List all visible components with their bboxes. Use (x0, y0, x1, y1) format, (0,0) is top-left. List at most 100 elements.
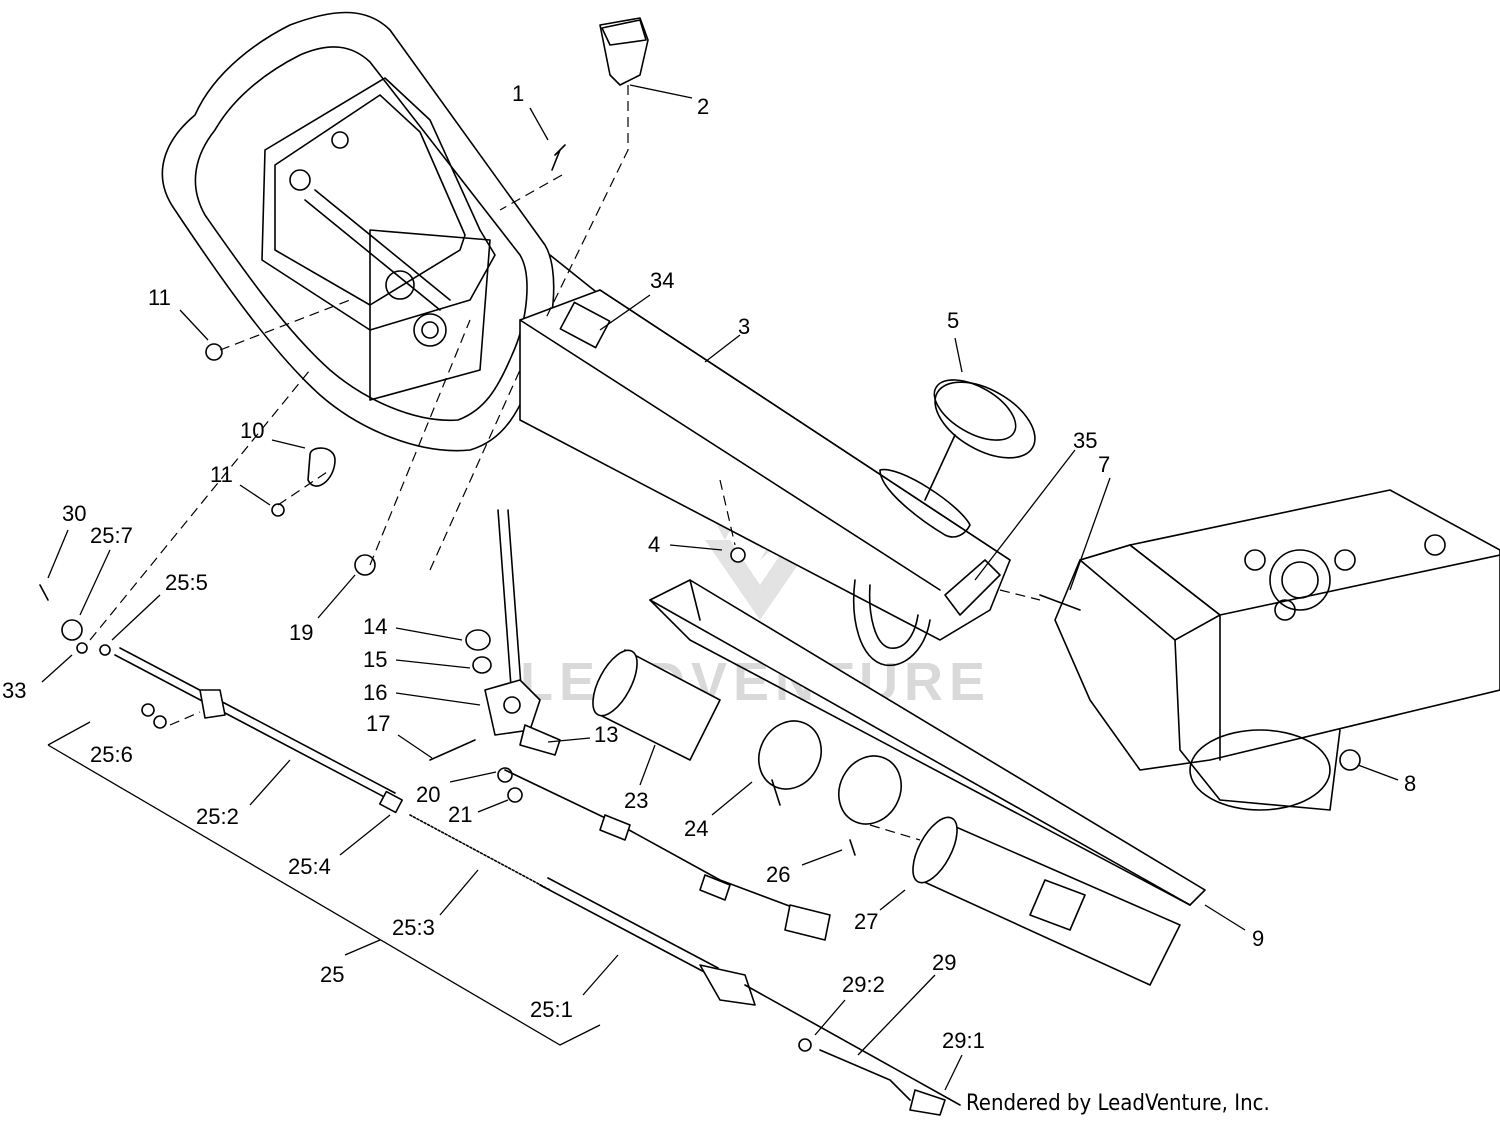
dash-rod-end (89, 369, 311, 641)
housing-hole-1 (1244, 549, 1266, 571)
callout-25: 25 (320, 962, 344, 987)
assembly-lines (89, 85, 1041, 841)
callout-20: 20 (416, 782, 440, 807)
cable-25-1 (539, 884, 711, 976)
leader-25-1 (582, 954, 619, 996)
leader-10 (271, 439, 306, 449)
screw-1 (551, 144, 566, 171)
leader-25-2 (249, 759, 291, 806)
callout-34: 34 (650, 268, 674, 293)
nut-upper-left (289, 169, 311, 191)
knob-body (599, 17, 649, 86)
cable-fitting-2 (699, 874, 731, 901)
housing-hub-inner (1281, 561, 1319, 599)
cable-upper-line (504, 769, 801, 911)
rail-lower-edge (649, 599, 1191, 906)
callout-3: 3 (738, 314, 750, 339)
rod-end-25-7 (61, 619, 83, 641)
leader-29-1 (944, 1054, 963, 1091)
callout-9: 9 (1252, 926, 1264, 951)
handle-assembly (161, 11, 601, 452)
bearing-bore (421, 321, 439, 339)
handle-loop (161, 11, 555, 452)
callout-5: 5 (947, 308, 959, 333)
leader-29-2 (814, 999, 846, 1036)
ferrule-25-4 (378, 790, 404, 814)
leader-25-4 (339, 814, 391, 856)
dash-nut-11b (277, 469, 331, 506)
tube-far-edge (599, 289, 1011, 561)
screw-26 (849, 839, 856, 856)
bushing-15 (472, 656, 492, 674)
callout-25-5: 25:5 (165, 570, 208, 595)
callout-25-4: 25:4 (288, 854, 331, 879)
leader-24 (711, 781, 753, 816)
knob-top (601, 19, 647, 46)
leader-2 (629, 84, 693, 99)
leader-25-3 (439, 869, 479, 916)
callout-24: 24 (684, 816, 708, 841)
callout-29-1: 29:1 (942, 1028, 985, 1053)
leader-33 (41, 654, 73, 683)
callout-25-1: 25:1 (530, 997, 573, 1022)
clip-10 (307, 447, 336, 487)
leader-34 (599, 294, 651, 331)
knob-2 (599, 17, 649, 86)
callout-29-2: 29:2 (842, 972, 885, 997)
callout-17: 17 (366, 711, 390, 736)
callout-26: 26 (766, 862, 790, 887)
leader-25 (344, 939, 381, 956)
leader-25-7 (79, 549, 111, 616)
callout-25-6: 25:6 (90, 742, 133, 767)
leader-lines (41, 84, 1399, 1091)
spring-25-3 (409, 814, 551, 891)
fitting-29-1 (909, 1089, 946, 1116)
tube-cap-34 (559, 301, 611, 349)
leader-14 (395, 627, 463, 641)
callout-25-2: 25:2 (196, 804, 239, 829)
housing-flange (1079, 544, 1221, 641)
clamps-24 (758, 720, 902, 856)
bearing-upper (385, 270, 415, 300)
rail-body (649, 579, 1206, 906)
pivot-bore (503, 696, 521, 714)
callout-25-7: 25:7 (90, 523, 133, 548)
callout-13: 13 (594, 722, 618, 747)
rod-29-body (819, 1049, 911, 1101)
dash-knob (544, 85, 629, 321)
tube-u-bolt-inner (868, 584, 919, 649)
leader-23 (639, 744, 656, 786)
shaft (304, 199, 441, 311)
leader-5 (954, 337, 963, 373)
tube-slot (879, 468, 971, 538)
bushing-14 (465, 629, 491, 651)
bracket-25-6 (199, 689, 226, 719)
shaft-edge (314, 189, 451, 301)
nut-upper-right (331, 131, 349, 149)
callout-30: 30 (62, 501, 86, 526)
callout-33: 33 (2, 678, 26, 703)
cylinder-27 (912, 816, 1181, 986)
watermark-text: LEADVENTURE (520, 652, 991, 712)
leader-29 (857, 974, 936, 1056)
group-bracket-25 (47, 721, 601, 1046)
cable-clevis (784, 904, 831, 941)
nut-11-lower (271, 503, 285, 517)
callout-29: 29 (932, 950, 956, 975)
callout-11b: 11 (210, 462, 233, 487)
clamp-2 (838, 755, 902, 825)
leader-19 (317, 574, 356, 619)
bolt-30 (39, 584, 49, 601)
nut-8 (1339, 749, 1361, 771)
cable-25-1-edge (547, 877, 719, 969)
callout-16: 16 (363, 680, 387, 705)
pin-13 (519, 724, 561, 756)
mount-plate-inner (274, 94, 466, 306)
housing-hole-3 (1274, 599, 1296, 621)
grommet-stem (924, 434, 956, 501)
callout-27: 27 (854, 909, 878, 934)
cable-end (744, 984, 961, 1106)
lever-assembly (205, 144, 746, 803)
rail-end (689, 579, 701, 621)
